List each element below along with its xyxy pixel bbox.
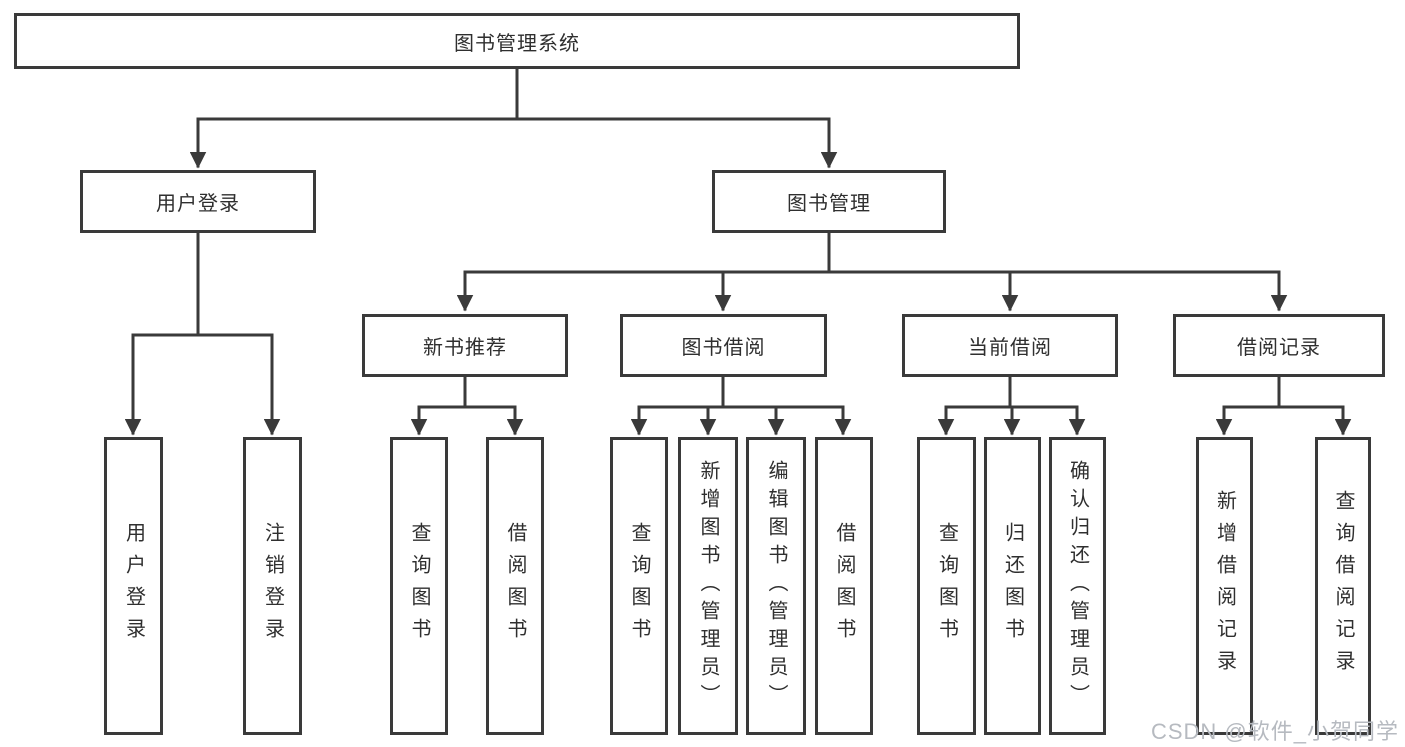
leaf-add-borrow-record: 新增借阅记录 (1196, 437, 1253, 735)
leaf-user-login: 用户登录 (104, 437, 163, 735)
leaf-confirm-return-admin: 确认归还（管理员） (1049, 437, 1106, 735)
leaf-recommend-borrow-books-label: 借阅图书 (504, 522, 526, 650)
leaf-recommend-query-books-label: 查询图书 (408, 522, 430, 650)
leaf-recommend-borrow-books: 借阅图书 (486, 437, 544, 735)
csdn-watermark: CSDN @软件_小贺同学 (1150, 719, 1399, 744)
leaf-return-books: 归还图书 (984, 437, 1041, 735)
node-new-book-recommend: 新书推荐 (362, 314, 568, 377)
node-borrow-records: 借阅记录 (1173, 314, 1385, 377)
leaf-borrow-borrow-books: 借阅图书 (815, 437, 873, 735)
node-new-book-recommend-label: 新书推荐 (423, 337, 507, 359)
leaf-borrow-borrow-books-label: 借阅图书 (833, 522, 855, 650)
node-user-login-group-label: 用户登录 (156, 193, 240, 215)
node-root-label: 图书管理系统 (454, 32, 580, 55)
node-book-borrow-label: 图书借阅 (681, 337, 766, 359)
leaf-current-query-books: 查询图书 (917, 437, 976, 735)
leaf-add-borrow-record-label: 新增借阅记录 (1213, 490, 1236, 682)
leaf-current-query-books-label: 查询图书 (935, 522, 958, 650)
leaf-user-login-label: 用户登录 (122, 522, 145, 650)
leaf-borrow-query-books: 查询图书 (610, 437, 668, 735)
leaf-return-books-label: 归还图书 (1001, 522, 1024, 650)
node-borrow-records-label: 借阅记录 (1237, 337, 1321, 359)
leaf-borrow-query-books-label: 查询图书 (628, 522, 650, 650)
leaf-logout: 注销登录 (243, 437, 302, 735)
leaf-edit-books-admin-label: 编辑图书（管理员） (765, 460, 787, 712)
node-current-borrow: 当前借阅 (902, 314, 1118, 377)
node-book-management: 图书管理 (712, 170, 946, 233)
leaf-add-books-admin-label: 新增图书（管理员） (697, 460, 719, 712)
leaf-logout-label: 注销登录 (261, 522, 284, 650)
node-user-login-group: 用户登录 (80, 170, 316, 233)
leaf-add-books-admin: 新增图书（管理员） (678, 437, 738, 735)
node-book-borrow: 图书借阅 (620, 314, 827, 377)
node-current-borrow-label: 当前借阅 (968, 337, 1052, 359)
node-root-library-system: 图书管理系统 (14, 13, 1020, 69)
node-book-management-label: 图书管理 (787, 193, 871, 215)
leaf-query-borrow-record-label: 查询借阅记录 (1332, 490, 1354, 682)
leaf-query-borrow-record: 查询借阅记录 (1315, 437, 1371, 735)
leaf-confirm-return-admin-label: 确认归还（管理员） (1066, 460, 1089, 712)
leaf-recommend-query-books: 查询图书 (390, 437, 448, 735)
leaf-edit-books-admin: 编辑图书（管理员） (746, 437, 806, 735)
